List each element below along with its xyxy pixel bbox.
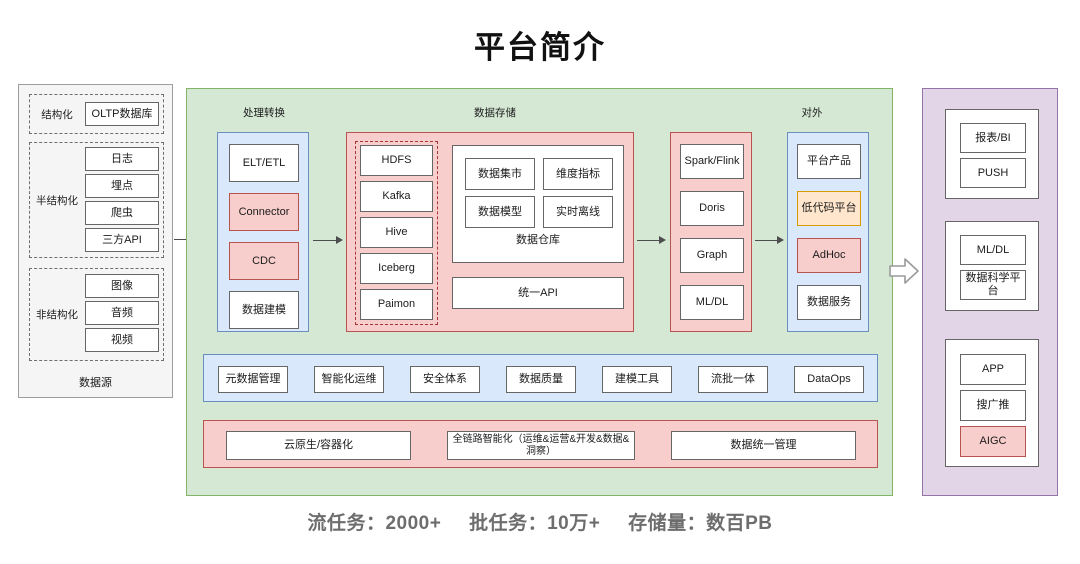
consumer-item-aigc[interactable]: AIGC [960,426,1026,457]
external-item-platform-product[interactable]: 平台产品 [797,144,861,179]
source-group-semi-structured [29,142,164,258]
compute-item-graph[interactable]: Graph [680,238,744,273]
storage-engine-hive[interactable]: Hive [360,217,433,248]
compute-item-doris[interactable]: Doris [680,191,744,226]
warehouse-cell-dimension-metrics[interactable]: 维度指标 [543,158,613,190]
data-source-caption: 数据源 [79,377,112,389]
process-item-connector[interactable]: Connector [229,193,299,231]
arrow-head-icon [336,236,343,244]
section-label-process: 处理转换 [243,107,285,119]
external-column: 平台产品 低代码平台 AdHoc 数据服务 [787,132,869,332]
source-item-audio[interactable]: 音频 [85,301,159,325]
source-item-tracking[interactable]: 埋点 [85,174,159,198]
storage-column: HDFS Kafka Hive Iceberg Paimon 数据集市 维度指标… [346,132,634,332]
compute-item-spark-flink[interactable]: Spark/Flink [680,144,744,179]
capability-band: 元数据管理 智能化运维 安全体系 数据质量 建模工具 流批一体 DataOps [203,354,878,402]
section-label-external: 对外 [801,107,823,119]
external-item-lowcode-platform[interactable]: 低代码平台 [797,191,861,226]
warehouse-cell-realtime-offline[interactable]: 实时离线 [543,196,613,228]
page-title: 平台简介 [474,30,606,65]
capability-metadata-management[interactable]: 元数据管理 [218,366,288,393]
footer-stat-stream-jobs: 流任务：2000+ [307,513,442,534]
arrow-compute-to-external [755,240,779,241]
process-item-cdc[interactable]: CDC [229,242,299,280]
process-column: ELT/ETL Connector CDC 数据建模 [217,132,309,332]
consumer-item-search-ads-rec[interactable]: 搜广推 [960,390,1026,421]
storage-engine-paimon[interactable]: Paimon [360,289,433,320]
data-warehouse-box: 数据集市 维度指标 数据模型 实时离线 数据仓库 [452,145,624,263]
source-item-log[interactable]: 日志 [85,147,159,171]
capability-data-quality[interactable]: 数据质量 [506,366,576,393]
capability-dataops[interactable]: DataOps [794,366,864,393]
source-group-label: 结构化 [41,108,73,121]
data-source-panel: 结构化 OLTP数据库 半结构化 日志 埋点 爬虫 三方API 非结构化 图像 … [18,84,173,398]
arrow-storage-to-compute [637,240,661,241]
warehouse-cell-data-mart[interactable]: 数据集市 [465,158,535,190]
arrow-head-icon [659,236,666,244]
consumer-group-ml: ML/DL 数据科学平台 [945,221,1039,311]
storage-engine-hdfs[interactable]: HDFS [360,145,433,176]
source-item-oltp[interactable]: OLTP数据库 [85,102,159,126]
consumer-panel: 报表/BI PUSH ML/DL 数据科学平台 APP 搜广推 AIGC [922,88,1058,496]
storage-engine-kafka[interactable]: Kafka [360,181,433,212]
source-item-thirdparty-api[interactable]: 三方API [85,228,159,252]
process-item-elt-etl[interactable]: ELT/ETL [229,144,299,182]
source-group-structured [29,94,164,134]
compute-item-ml-dl[interactable]: ML/DL [680,285,744,320]
storage-engine-iceberg[interactable]: Iceberg [360,253,433,284]
consumer-group-app: APP 搜广推 AIGC [945,339,1039,467]
footer-stat-batch-jobs: 批任务：10万+ [469,513,601,534]
foundation-band: 云原生/容器化 全链路智能化（运维&运营&开发&数据&洞察） 数据统一管理 [203,420,878,468]
capability-modeling-tools[interactable]: 建模工具 [602,366,672,393]
capability-security-system[interactable]: 安全体系 [410,366,480,393]
consumer-item-report-bi[interactable]: 报表/BI [960,123,1026,153]
external-item-adhoc[interactable]: AdHoc [797,238,861,273]
compute-column: Spark/Flink Doris Graph ML/DL [670,132,752,332]
capability-batch-stream-unified[interactable]: 流批一体 [698,366,768,393]
source-item-video[interactable]: 视频 [85,328,159,352]
capability-intelligent-ops[interactable]: 智能化运维 [314,366,384,393]
storage-engine-group [355,141,438,325]
section-label-storage: 数据存储 [474,107,516,119]
consumer-item-ml-dl[interactable]: ML/DL [960,235,1026,265]
consumer-item-push[interactable]: PUSH [960,158,1026,188]
data-warehouse-caption: 数据仓库 [516,234,560,246]
platform-panel: 处理转换 数据存储 对外 ELT/ETL Connector CDC 数据建模 … [186,88,893,496]
foundation-full-link-intelligence[interactable]: 全链路智能化（运维&运营&开发&数据&洞察） [447,431,635,460]
unified-api-box[interactable]: 统一API [452,277,624,309]
arrow-process-to-storage [313,240,338,241]
foundation-cloud-native[interactable]: 云原生/容器化 [226,431,411,460]
consumer-item-app[interactable]: APP [960,354,1026,385]
source-group-label: 非结构化 [36,309,78,321]
foundation-unified-data-management[interactable]: 数据统一管理 [671,431,856,460]
footer-stat-storage: 存储量：数百PB [628,513,773,534]
consumer-group-bi: 报表/BI PUSH [945,109,1039,199]
footer-stats: 流任务：2000+ 批任务：10万+ 存储量：数百PB [0,508,1080,535]
process-item-data-modeling[interactable]: 数据建模 [229,291,299,329]
external-item-data-service[interactable]: 数据服务 [797,285,861,320]
source-item-image[interactable]: 图像 [85,274,159,298]
warehouse-cell-data-model[interactable]: 数据模型 [465,196,535,228]
source-item-crawler[interactable]: 爬虫 [85,201,159,225]
consumer-item-data-science-platform[interactable]: 数据科学平台 [960,270,1026,300]
block-arrow-icon [889,258,919,284]
arrow-head-icon [777,236,784,244]
source-group-unstructured [29,268,164,361]
source-group-label: 半结构化 [36,194,78,207]
